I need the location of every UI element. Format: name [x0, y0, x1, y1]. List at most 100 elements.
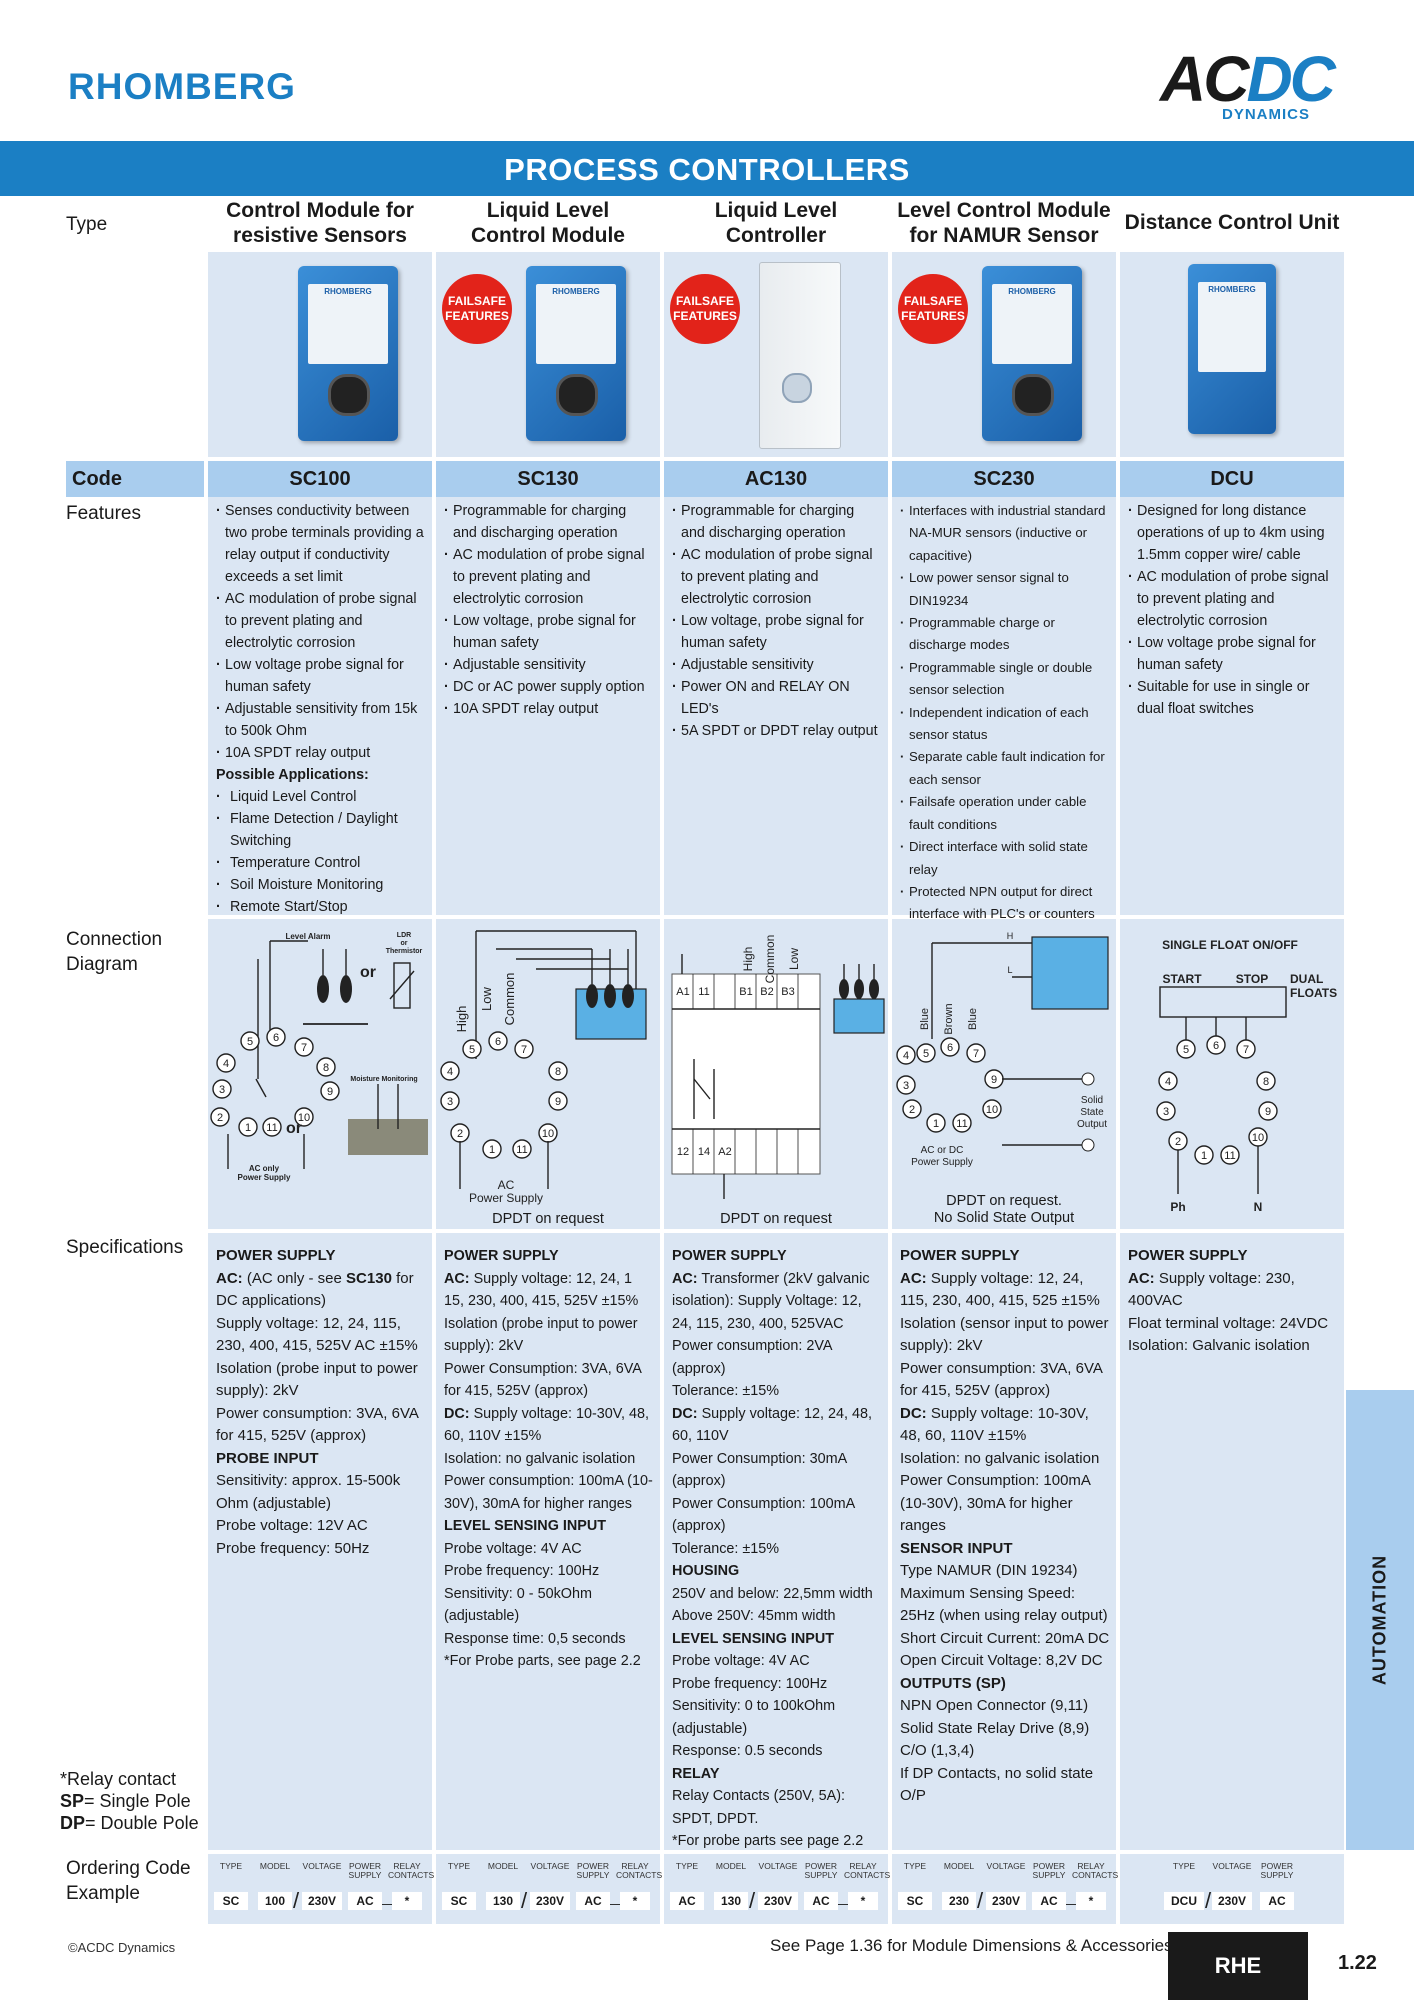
svg-text:11: 11: [1224, 1150, 1235, 1162]
spec-line: Power Consumption: 3VA, 6VA for 415, 525…: [444, 1360, 642, 1400]
row-label-code: Code: [66, 461, 204, 497]
feature-item: DC or AC power supply option: [444, 676, 654, 698]
spec-line: 250V and below: 22,5mm width: [672, 1585, 873, 1602]
svg-text:LDR: LDR: [397, 932, 411, 939]
svg-text:6: 6: [495, 1036, 501, 1048]
spec-line: Power Consumption: 30mA (approx): [672, 1450, 847, 1490]
row-label-specifications: Specifications: [66, 1237, 184, 1258]
svg-text:8: 8: [323, 1062, 329, 1074]
svg-text:8: 8: [1263, 1076, 1269, 1088]
relay-contact-note: *Relay contact SP= Single Pole DP= Doubl…: [60, 1769, 199, 1833]
spec-line: Sensitivity: approx. 15-500k Ohm (adjust…: [216, 1472, 401, 1512]
ordering-label: RELAY CONTACTS: [616, 1861, 663, 1880]
feature-item: Direct interface with solid state relay: [900, 836, 1110, 881]
svg-text:H: H: [1007, 931, 1014, 941]
svg-text:Solid: Solid: [1081, 1095, 1103, 1106]
product-photo: RHOMBERG: [298, 266, 398, 441]
ordering-separators: /: [1205, 1888, 1212, 1913]
copyright-text: ©ACDC Dynamics: [68, 1940, 176, 1955]
feature-item: Failsafe operation under cable fault con…: [900, 791, 1110, 836]
svg-text:4: 4: [1165, 1076, 1171, 1088]
rhomberg-logo: RHOMBERG: [68, 66, 296, 107]
svg-text:Low: Low: [787, 948, 801, 970]
see-page-note: See Page 1.36 for Module Dimensions & Ac…: [770, 1936, 1173, 1955]
svg-text:2: 2: [457, 1128, 463, 1140]
svg-text:/: /: [749, 1888, 756, 1913]
spec-line: Float terminal voltage: 24VDC: [1128, 1314, 1329, 1332]
svg-text:5: 5: [923, 1048, 929, 1060]
ordering-value: 230V: [1212, 1892, 1252, 1910]
section-code-badge: RHE: [1168, 1932, 1308, 2000]
spec-line: Supply voltage: 12, 24, 115, 230, 400, 4…: [216, 1314, 418, 1355]
svg-text:10: 10: [298, 1112, 310, 1124]
applications-title: Possible Applications:: [216, 767, 369, 783]
spec-line: AC: Transformer (2kV galvanic isolation)…: [672, 1270, 870, 1332]
ordering-label: POWER SUPPLY: [1032, 1861, 1066, 1880]
svg-text:5: 5: [469, 1044, 475, 1056]
spec-line: Power consumption: 2VA (approx): [672, 1338, 832, 1377]
spec-line: Short Circuit Current: 20mA DC: [900, 1629, 1110, 1647]
spec-line: Tolerance: ±15%: [672, 1383, 780, 1399]
svg-text:/: /: [977, 1888, 984, 1913]
svg-text:1: 1: [489, 1144, 495, 1156]
svg-text:B1: B1: [739, 986, 752, 998]
feature-item: Low voltage probe signal for human safet…: [1128, 632, 1338, 676]
spec-line: HOUSING: [672, 1563, 740, 1579]
svg-text:AC: AC: [498, 1178, 515, 1192]
spec-line: Probe voltage: 12V AC: [216, 1517, 368, 1534]
svg-text:/: /: [521, 1888, 528, 1913]
ordering-label: VOLTAGE: [530, 1861, 570, 1871]
side-tab-automation: AUTOMATION: [1346, 1390, 1414, 1850]
feature-item: 10A SPDT relay output: [444, 698, 654, 720]
ordering-value: *: [1076, 1892, 1106, 1910]
svg-text:2: 2: [909, 1104, 915, 1116]
application-item: Soil Moisture Monitoring: [216, 874, 426, 896]
features-cell: Senses conductivity between two probe te…: [208, 497, 432, 918]
product-photo: RHOMBERG: [1188, 264, 1276, 434]
feature-item: AC modulation of probe signal to prevent…: [1128, 566, 1338, 632]
svg-text:Power Supply: Power Supply: [911, 1157, 973, 1168]
svg-text:B2: B2: [760, 986, 773, 998]
spec-line: NPN Open Connector (9,11): [900, 1697, 1089, 1714]
ordering-value: *: [620, 1892, 650, 1910]
ordering-label: RELAY CONTACTS: [1072, 1861, 1119, 1880]
svg-text:Moisture Monitoring: Moisture Monitoring: [350, 1076, 417, 1083]
svg-text:B3: B3: [781, 986, 794, 998]
svg-text:5: 5: [1183, 1044, 1189, 1056]
spec-line: POWER SUPPLY: [900, 1247, 1020, 1264]
features-cell: Programmable for charging and dischargin…: [436, 497, 660, 915]
spec-line: Type NAMUR (DIN 19234): [900, 1562, 1078, 1579]
page-number: 1.22: [1338, 1952, 1377, 1974]
svg-text:7: 7: [1243, 1044, 1249, 1056]
svg-text:Blue: Blue: [919, 1008, 931, 1030]
svg-text:AC or DC: AC or DC: [921, 1145, 964, 1156]
feature-item: Programmable single or double sensor sel…: [900, 657, 1110, 702]
ordering-label: VOLTAGE: [986, 1861, 1026, 1871]
spec-line: DC: Supply voltage: 12, 24, 48, 60, 110V: [672, 1405, 872, 1445]
ordering-label: TYPE: [675, 1861, 699, 1871]
logo-ac: AC: [1160, 43, 1249, 115]
feature-item: Protected NPN output for direct interfac…: [900, 881, 1110, 926]
spec-line: DC: Supply voltage: 10-30V, 48, 60, 110V…: [900, 1404, 1089, 1445]
ordering-label: VOLTAGE: [1212, 1861, 1252, 1871]
ordering-value: AC: [804, 1892, 838, 1910]
svg-text:3: 3: [903, 1080, 909, 1092]
product-image-cell: RHOMBERG: [1120, 252, 1344, 457]
spec-line: Isolation (probe input to power supply):…: [444, 1315, 638, 1355]
svg-text:or: or: [360, 964, 376, 981]
spec-line: POWER SUPPLY: [216, 1247, 336, 1264]
svg-text:7: 7: [301, 1042, 307, 1054]
ordering-value: 100: [258, 1892, 292, 1910]
ordering-label: VOLTAGE: [758, 1861, 798, 1871]
